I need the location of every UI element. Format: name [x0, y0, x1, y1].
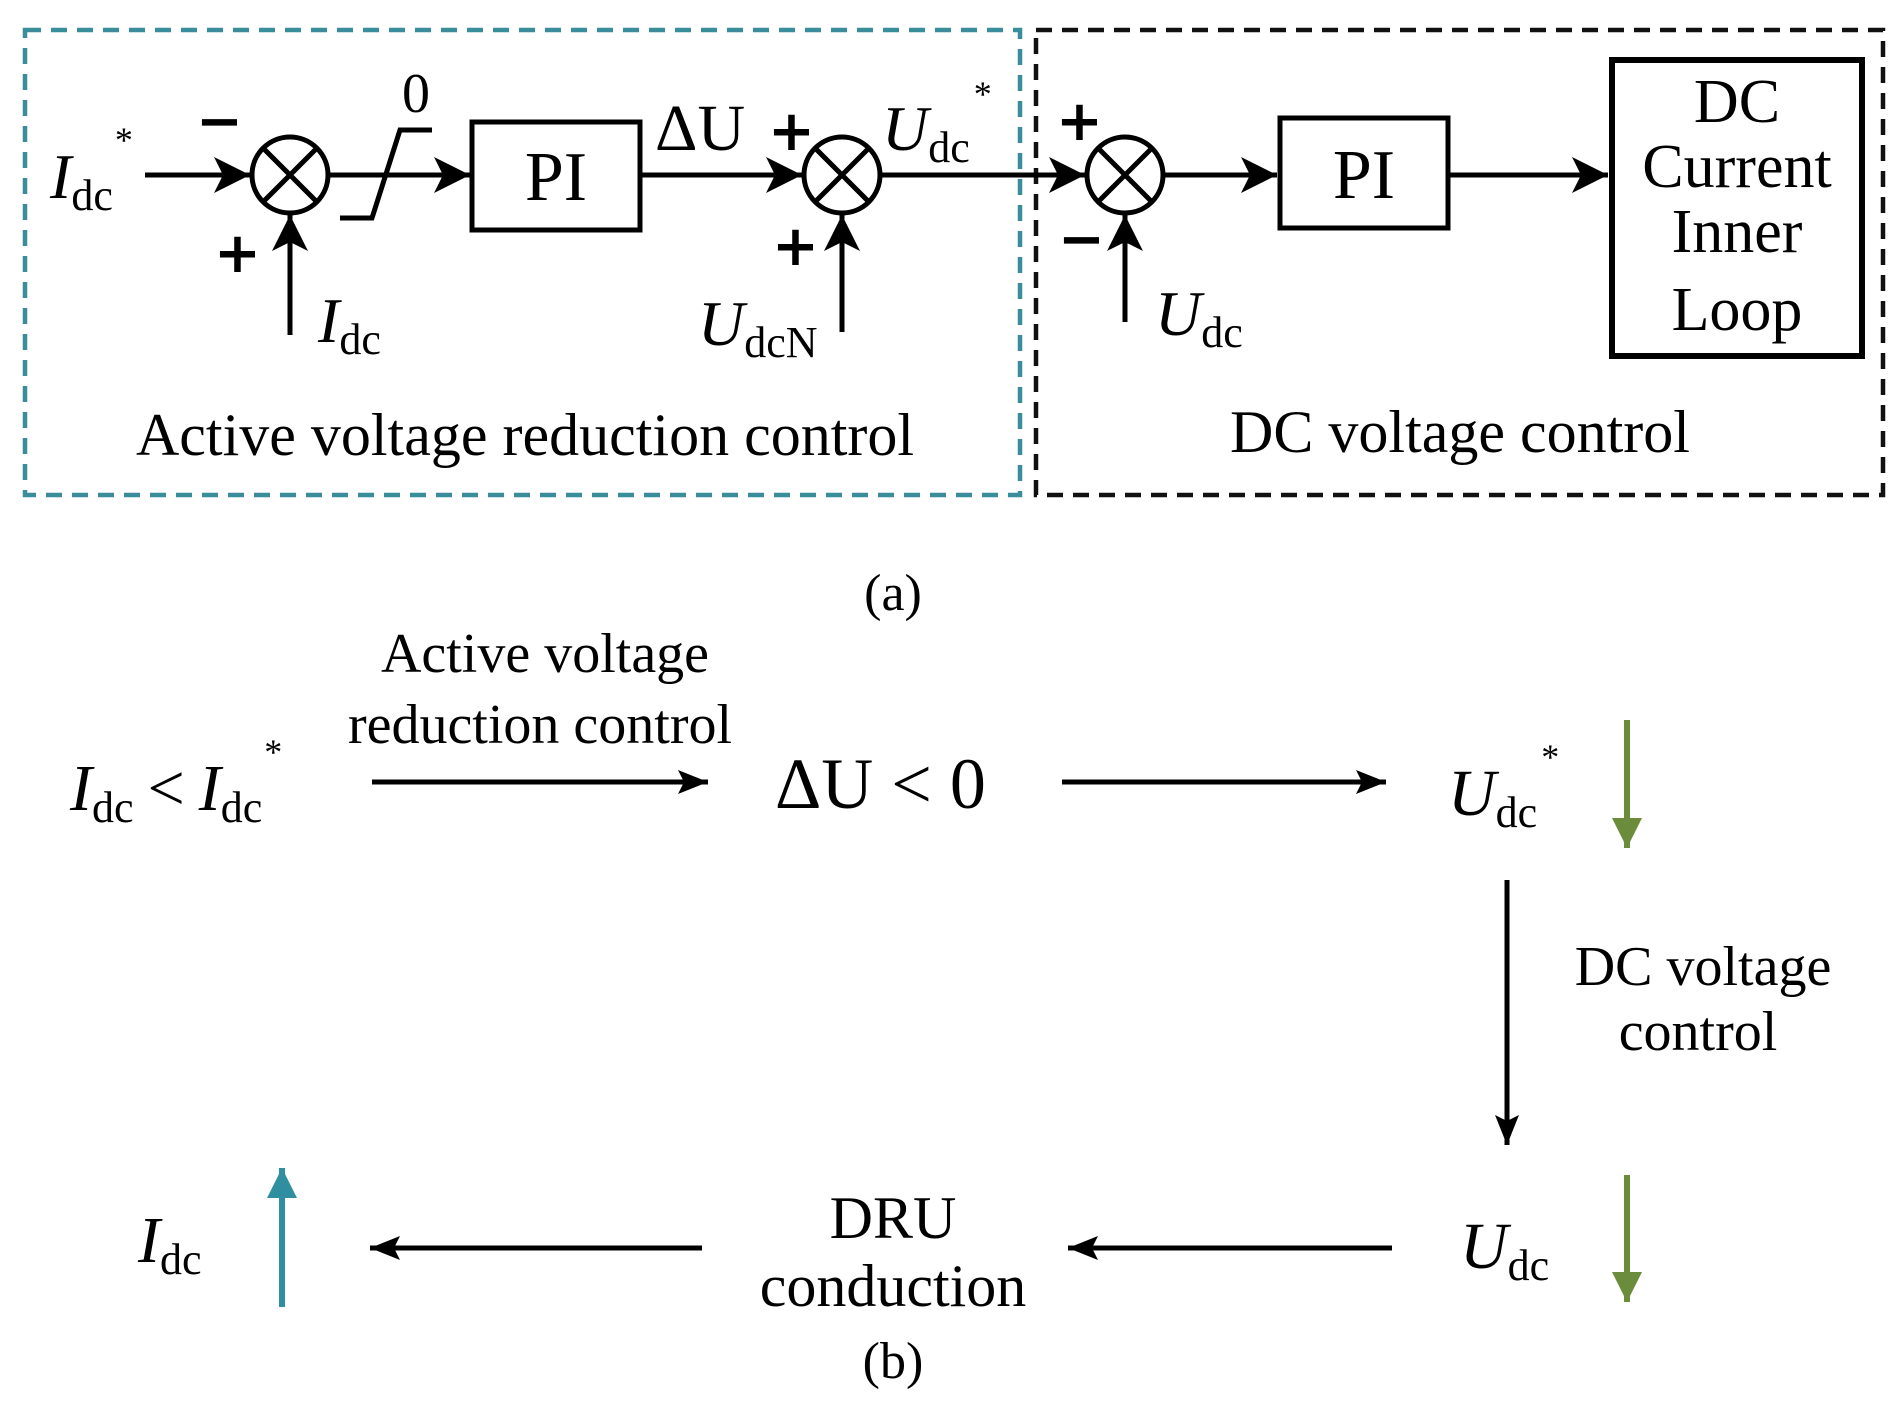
udc-feedback-label: Udc: [1155, 278, 1243, 357]
sum1-minus-sign: −: [196, 89, 243, 154]
pi-block-2-label: PI: [1333, 137, 1395, 214]
saturation-limiter-icon: [340, 127, 432, 221]
part-a: Idc* − + Idc 0 PI ΔU +: [22, 27, 1886, 622]
dc-current-inner-loop-block: [1609, 57, 1865, 359]
summing-junction-3: [1084, 134, 1166, 216]
active-reduction-step-line-1: Active voltage: [381, 623, 709, 685]
dc-voltage-control-label: DC voltage control: [1230, 399, 1690, 465]
delta-u-lt-zero: ΔU< 0: [775, 744, 986, 824]
active-voltage-reduction-box: [22, 27, 1023, 498]
sum2-plus-bottom-sign: +: [772, 214, 819, 279]
part-b: Idc<Idc* Active voltage reduction contro…: [69, 623, 1831, 1390]
summing-junction-2: [801, 134, 883, 216]
active-reduction-step-line-2: reduction control: [348, 694, 732, 756]
udcn-label: UdcN: [698, 288, 818, 367]
pi-block-1-label: PI: [525, 139, 587, 216]
dru-step-line-2: conduction: [760, 1253, 1027, 1319]
inner-loop-line-2: Current: [1642, 133, 1831, 201]
dc-voltage-step-line-1: DC voltage: [1575, 936, 1832, 998]
active-voltage-reduction-label: Active voltage reduction control: [136, 402, 914, 468]
sum3-minus-sign: −: [1058, 207, 1105, 272]
udc-ref-decrease-label: Udc*: [1448, 737, 1559, 837]
udc-ref-label: Udc*: [882, 74, 992, 172]
dc-voltage-step-line-2: control: [1619, 1001, 1778, 1063]
inner-loop-line-1: DC: [1694, 68, 1780, 136]
condition-idc-lt-idcref: Idc<Idc*: [69, 732, 282, 832]
udc-decrease-label: Udc: [1460, 1210, 1549, 1290]
caption-b: (b): [863, 1333, 924, 1390]
delta-u-label: ΔU: [655, 92, 745, 165]
dc-voltage-control-box: [1033, 27, 1886, 498]
inner-loop-line-4: Loop: [1672, 276, 1803, 344]
idc-increase-label: Idc: [137, 1204, 202, 1284]
saturation-zero-label: 0: [402, 63, 430, 125]
pi-block-1: [469, 119, 643, 233]
idc-feedback-label: Idc: [317, 285, 381, 364]
dru-step-line-1: DRU: [830, 1185, 957, 1251]
inner-loop-line-3: Inner: [1672, 198, 1803, 266]
idc-ref-label: Idc*: [49, 120, 133, 220]
sum3-plus-sign: +: [1056, 89, 1103, 154]
sum1-plus-sign: +: [214, 221, 261, 286]
caption-a: (a): [864, 565, 922, 622]
summing-junction-1: [249, 134, 331, 216]
pi-block-2: [1277, 115, 1451, 231]
sum2-plus-left-sign: +: [768, 99, 815, 164]
